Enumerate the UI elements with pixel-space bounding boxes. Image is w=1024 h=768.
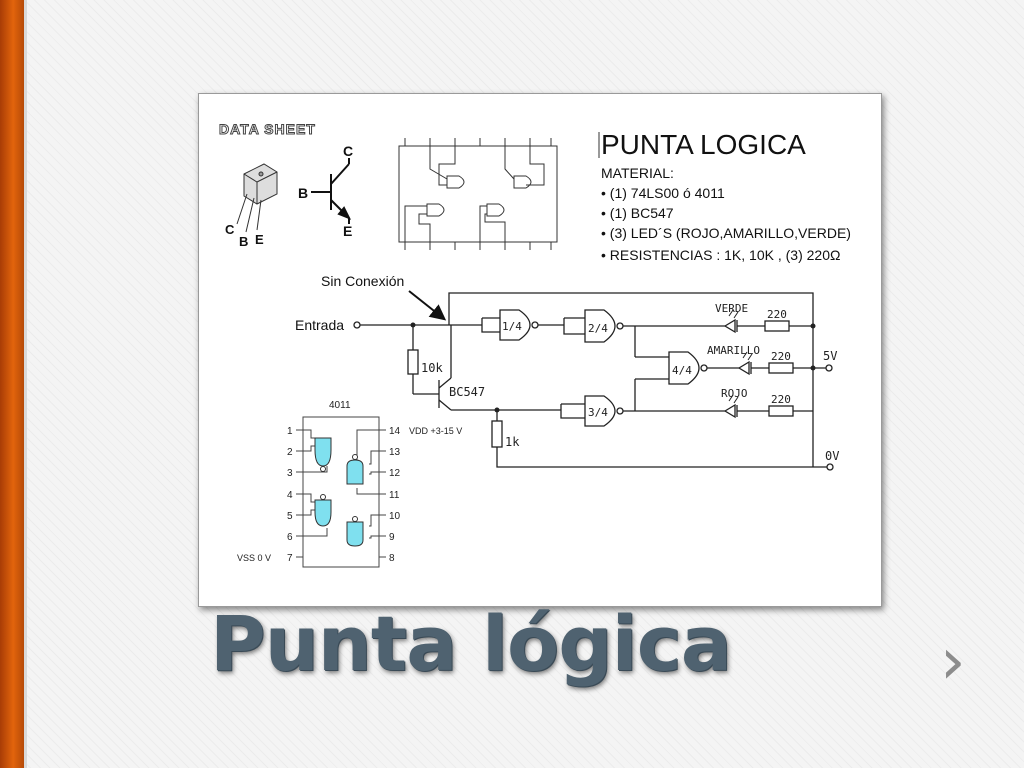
label-5v: 5V <box>823 349 837 363</box>
slide-title: Punta lógica <box>210 599 732 688</box>
material-item: • (3) LED´S (ROJO,AMARILLO,VERDE) <box>601 225 851 241</box>
sin-conexion-arrow-icon <box>408 290 447 321</box>
pin-number-left: 6 <box>287 532 293 543</box>
gate-label: 2/4 <box>588 322 608 335</box>
symbol-pin-b: B <box>298 185 308 201</box>
chip-4011-gates-icon <box>314 437 364 547</box>
label-1k: 1k <box>505 435 520 449</box>
pin-number-right: 12 <box>389 468 401 479</box>
pin-number-left: 4 <box>287 490 293 501</box>
pin-number-right: 11 <box>389 490 400 501</box>
gate-label: 3/4 <box>588 406 608 419</box>
label-vss: VSS 0 V <box>237 553 271 563</box>
npn-transistor-symbol-icon <box>311 158 352 224</box>
symbol-pin-c: C <box>343 143 353 159</box>
datasheet-label: DATA SHEET <box>219 121 316 137</box>
led-label-rojo: ROJO <box>721 387 748 400</box>
label-10k: 10k <box>421 361 443 375</box>
led-label-verde: VERDE <box>715 302 748 315</box>
pin-number-left: 5 <box>287 511 293 522</box>
symbol-pin-e: E <box>343 223 352 239</box>
led-label-amarillo: AMARILLO <box>707 344 760 357</box>
resistor-label-220: 220 <box>771 393 791 406</box>
label-0v: 0V <box>825 449 839 463</box>
chip-74ls00-pinout-icon <box>398 138 558 250</box>
pin-number-right: 9 <box>389 532 395 543</box>
pin-number-right: 13 <box>389 447 401 458</box>
logic-probe-circuit <box>353 292 834 471</box>
schematic-diagram: DATA SHEET C B E C B E <box>219 121 851 568</box>
package-pin-e: E <box>255 232 264 247</box>
label-entrada: Entrada <box>295 317 344 333</box>
material-item: • RESISTENCIAS : 1K, 10K , (3) 220Ω <box>601 247 840 263</box>
package-pin-c: C <box>225 222 235 237</box>
schematic-sheet: DATA SHEET C B E C B E <box>198 93 882 607</box>
chip-4011-name: 4011 <box>329 400 351 411</box>
pin-number-left: 2 <box>287 447 293 458</box>
pin-number-right: 8 <box>389 553 395 564</box>
accent-bar-edge <box>24 0 27 768</box>
chip-4011-body <box>302 416 380 568</box>
pin-number-left: 1 <box>287 426 293 437</box>
label-vdd: VDD +3-15 V <box>409 426 462 436</box>
pin-number-right: 10 <box>389 511 401 522</box>
resistor-label-220: 220 <box>767 308 787 321</box>
junction-dots <box>410 322 816 413</box>
label-sin-conexion: Sin Conexión <box>321 273 404 289</box>
pin-number-left: 3 <box>287 468 293 479</box>
label-bc547: BC547 <box>449 385 485 399</box>
pin-number-right: 14 <box>389 426 401 437</box>
pin-number-left: 7 <box>287 553 293 564</box>
chip-4011-pins <box>296 429 386 558</box>
resistor-label-220: 220 <box>771 350 791 363</box>
material-item: • (1) 74LS00 ó 4011 <box>601 185 725 201</box>
accent-bar <box>0 0 24 768</box>
gate-label: 1/4 <box>502 320 522 333</box>
next-slide-arrow-icon[interactable]: › <box>940 625 966 699</box>
transistor-package-icon <box>236 163 278 233</box>
led-rays-icon <box>728 309 753 404</box>
panel-title: PUNTA LOGICA <box>601 129 806 160</box>
gate-label: 4/4 <box>672 364 692 377</box>
material-item: • (1) BC547 <box>601 205 674 221</box>
package-pin-b: B <box>239 234 248 249</box>
material-header: MATERIAL: <box>601 165 674 181</box>
